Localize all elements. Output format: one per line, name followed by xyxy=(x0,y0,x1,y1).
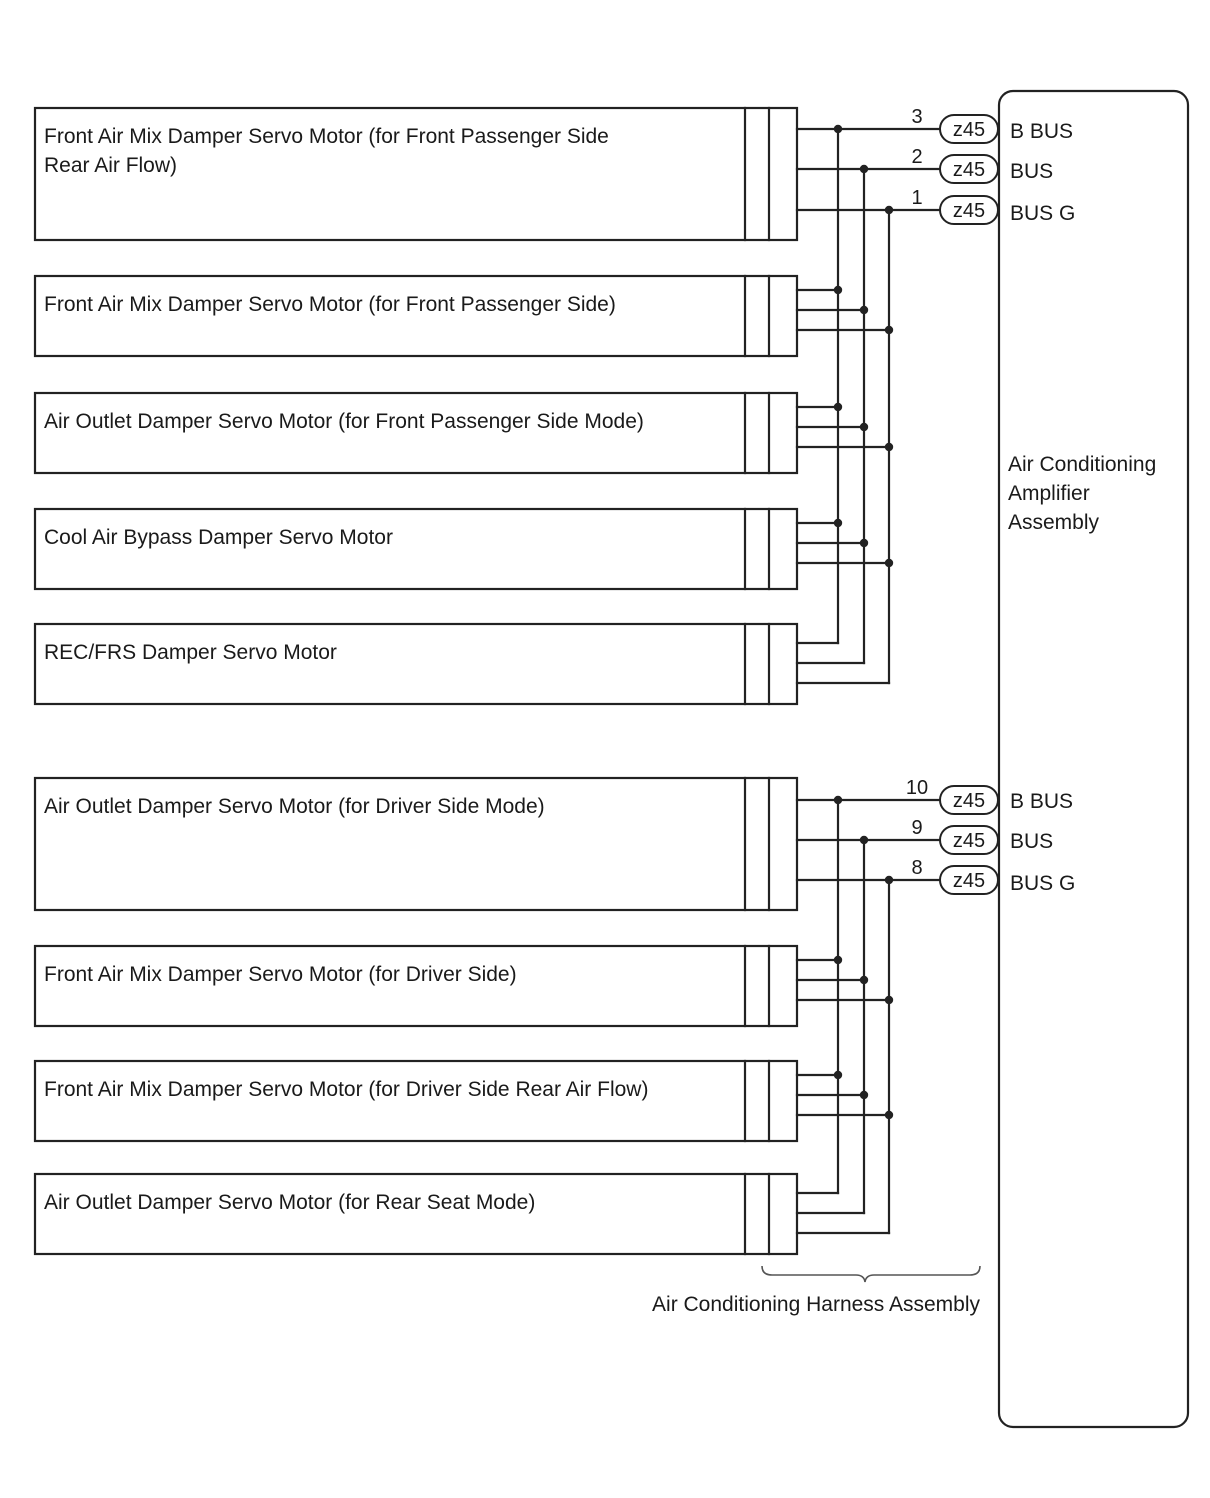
connector-pill xyxy=(939,114,999,144)
motor-box xyxy=(33,391,799,475)
junction-dot xyxy=(833,518,843,528)
motor-name: Front Air Mix Damper Servo Motor (for Dr… xyxy=(44,963,517,986)
harness-label: Air Conditioning Harness Assembly xyxy=(652,1293,980,1316)
motor-box xyxy=(33,106,799,242)
junction-dot xyxy=(859,1090,869,1100)
motor-box xyxy=(33,776,799,912)
junction-dot xyxy=(833,1070,843,1080)
motor-name: Front Air Mix Damper Servo Motor (for Dr… xyxy=(44,1078,648,1101)
terminal-label: BUS G xyxy=(1010,872,1075,895)
amplifier-label: Air Conditioning xyxy=(1008,453,1156,476)
pin-number: 2 xyxy=(911,146,922,168)
motor-name: Air Outlet Damper Servo Motor (for Front… xyxy=(44,410,644,433)
junction-dot xyxy=(884,442,894,452)
motor-box xyxy=(33,622,799,706)
motor-name: Front Air Mix Damper Servo Motor (for Fr… xyxy=(44,293,616,316)
connector-label: z45 xyxy=(953,159,985,181)
motor-name: Rear Air Flow) xyxy=(44,154,177,177)
terminal-label: B BUS xyxy=(1010,790,1073,813)
pin-number: 10 xyxy=(906,777,928,799)
motor-name: Air Outlet Damper Servo Motor (for Drive… xyxy=(44,795,545,818)
motor-box xyxy=(33,944,799,1028)
amplifier-box xyxy=(997,89,1190,1429)
junction-dot xyxy=(884,558,894,568)
terminal-label: BUS xyxy=(1010,830,1053,853)
connector-pill xyxy=(939,154,999,184)
junction-dot xyxy=(833,285,843,295)
connector-label: z45 xyxy=(953,119,985,141)
junction-dot xyxy=(859,538,869,548)
motor-name: REC/FRS Damper Servo Motor xyxy=(44,641,337,664)
junction-dot xyxy=(859,422,869,432)
connector-label: z45 xyxy=(953,830,985,852)
junction-dot xyxy=(884,1110,894,1120)
pin-number: 9 xyxy=(911,817,922,839)
motor-box xyxy=(33,507,799,591)
junction-dot xyxy=(884,995,894,1005)
connector-pill xyxy=(939,785,999,815)
motor-box xyxy=(33,1172,799,1256)
junction-dot xyxy=(833,402,843,412)
pin-number: 3 xyxy=(911,106,922,128)
junction-dot xyxy=(884,325,894,335)
amplifier-label: Amplifier xyxy=(1008,482,1090,505)
pin-number: 1 xyxy=(911,187,922,209)
connector-pill xyxy=(939,825,999,855)
junction-dot xyxy=(859,305,869,315)
harness-brace xyxy=(761,1265,981,1283)
connector-label: z45 xyxy=(953,200,985,222)
connector-pill xyxy=(939,865,999,895)
junction-dot xyxy=(859,975,869,985)
motor-name: Cool Air Bypass Damper Servo Motor xyxy=(44,526,393,549)
connector-label: z45 xyxy=(953,870,985,892)
amplifier-label: Assembly xyxy=(1008,511,1100,534)
terminal-label: BUS G xyxy=(1010,202,1075,225)
terminal-label: BUS xyxy=(1010,160,1053,183)
motor-box xyxy=(33,274,799,358)
motor-name: Front Air Mix Damper Servo Motor (for Fr… xyxy=(44,125,609,148)
pin-number: 8 xyxy=(911,857,922,879)
motor-name: Air Outlet Damper Servo Motor (for Rear … xyxy=(44,1191,535,1214)
junction-dot xyxy=(833,955,843,965)
connector-pill xyxy=(939,195,999,225)
connector-label: z45 xyxy=(953,790,985,812)
motor-box xyxy=(33,1059,799,1143)
terminal-label: B BUS xyxy=(1010,120,1073,143)
